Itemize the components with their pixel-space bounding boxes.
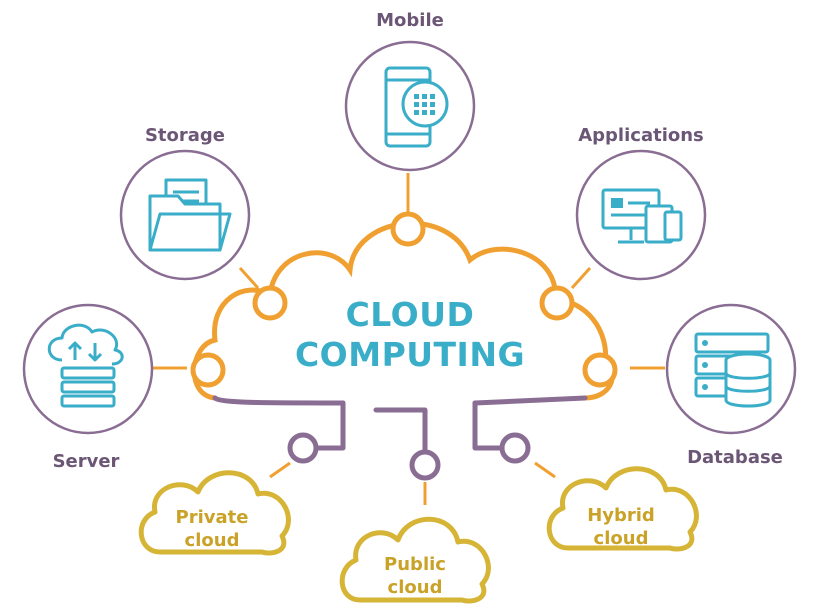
node-database: Database [665, 303, 797, 468]
hybrid-cloud-outline [546, 466, 699, 552]
title-line-2: COMPUTING [295, 335, 525, 374]
hybrid-cloud-line-1: Hybrid [587, 505, 655, 526]
node-storage: Storage [119, 125, 251, 281]
public-cloud-line-2: cloud [388, 577, 443, 598]
private-cloud-outline [138, 470, 291, 556]
dot-public [409, 449, 441, 481]
dot-storage [252, 285, 288, 321]
dot-mobile [390, 211, 426, 247]
dot-hybrid [499, 432, 531, 464]
branch-public [373, 407, 428, 453]
label-applications: Applications [578, 125, 704, 146]
circuit-branches [315, 400, 503, 453]
branch-private [315, 400, 346, 451]
private-cloud-line-1: Private [176, 507, 249, 528]
mobile-icon [384, 66, 449, 148]
label-mobile: Mobile [376, 10, 444, 31]
main-cloud-bottom [212, 395, 588, 406]
private-cloud: Private cloud [138, 470, 291, 556]
dot-applications [539, 285, 575, 321]
applications-icon [601, 188, 683, 244]
node-server: Server [22, 303, 154, 472]
branch-hybrid [472, 400, 503, 451]
private-cloud-line-2: cloud [185, 530, 240, 551]
hybrid-cloud: Hybrid cloud [546, 466, 699, 552]
label-database: Database [687, 447, 783, 468]
connector-storage [238, 266, 260, 290]
connector-private [269, 461, 291, 479]
connector-hybrid [534, 461, 556, 479]
connector-applications [570, 266, 592, 290]
node-mobile: Mobile [344, 10, 476, 172]
dot-private [287, 432, 319, 464]
storage-folder-icon [148, 178, 232, 252]
public-cloud-outline [339, 516, 491, 604]
server-icon [47, 323, 124, 408]
database-icon [694, 332, 772, 408]
node-applications: Applications [575, 125, 707, 281]
label-storage: Storage [145, 125, 225, 146]
cloud-connector-dots [190, 211, 618, 481]
label-server: Server [53, 451, 120, 472]
public-cloud-line-1: Public [384, 554, 446, 575]
public-cloud: Public cloud [339, 516, 491, 604]
node-connectors [152, 173, 665, 505]
dot-server [190, 352, 226, 388]
hybrid-cloud-line-2: cloud [594, 528, 649, 549]
dot-database [582, 352, 618, 388]
title-line-1: CLOUD [346, 295, 475, 334]
